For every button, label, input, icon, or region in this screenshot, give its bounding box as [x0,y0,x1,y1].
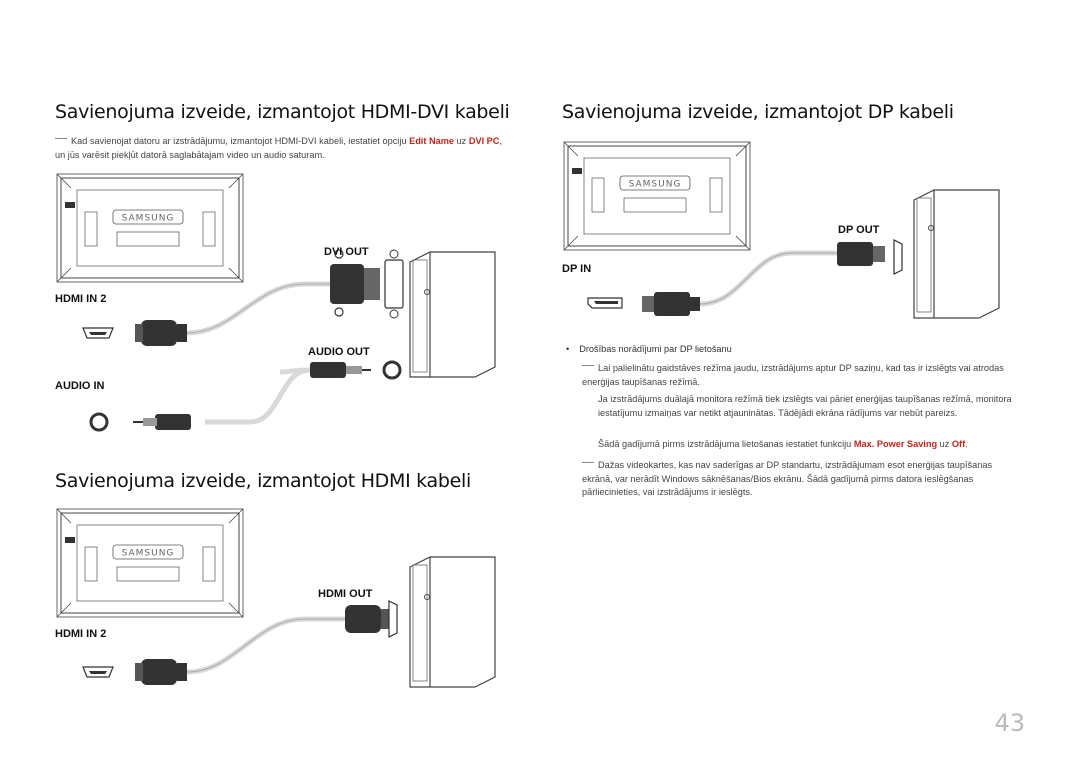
monitor-back-image: SAMSUNG [563,141,751,251]
section-title-hdmi: Savienojuma izveide, izmantojot HDMI kab… [55,470,471,492]
dvi-port-icon [384,249,404,319]
pc-tower-icon [409,251,496,378]
dp-note-2: Dažas videokartes, kas nav saderīgas ar … [582,460,993,497]
pc-tower-icon [913,189,1000,319]
edit-name-term: Edit Name [409,136,454,146]
audio-port-pc-icon [382,360,402,380]
audio-plug-in-icon [133,414,191,430]
samsung-logo: SAMSUNG [122,549,175,559]
page-number: 43 [994,709,1025,737]
bullet-dot: • [566,344,570,354]
dp-note-1: Lai palielinātu gaidstāves režīma jaudu,… [582,363,1004,387]
label-audio-out: AUDIO OUT [308,346,370,358]
label-hdmi-in-2: HDMI IN 2 [55,293,107,305]
dp-diagram: SAMSUNG [563,141,1000,319]
dvi-pc-term: DVI PC [468,136,500,146]
label-dp-in: DP IN [562,263,592,275]
label-audio-in: AUDIO IN [55,380,105,392]
samsung-logo: SAMSUNG [629,180,682,190]
dp-para-2: Ja izstrādājums duālajā monitora režīmā … [598,394,1012,418]
hdmi-dvi-note: Kad savienojat datoru ar izstrādājumu, i… [55,136,503,160]
pc-tower-icon [409,556,496,688]
dp-para-3: Šādā gadījumā pirms izstrādājuma lietoša… [598,439,968,449]
hdmi-plug-pc-icon [345,605,391,633]
dp-plug-pc-icon [837,242,885,266]
dp-safety-bullet: •Drošības norādījumi par DP lietošanu [566,344,732,354]
label-dvi-out: DVI OUT [324,246,369,258]
note-dash [55,138,67,140]
monitor-back-image: SAMSUNG [56,508,244,618]
max-power-saving-term: Max. Power Saving [853,439,938,449]
dp-port-pc-icon [893,239,903,275]
hdmi-port-pc-icon [388,600,398,638]
label-hdmi-out: HDMI OUT [318,588,373,600]
hdmi-plug-icon [135,659,187,685]
dvi-plug-icon [330,249,380,317]
note-dash [582,365,594,367]
label-hdmi-in-2-b: HDMI IN 2 [55,628,107,640]
hdmi-port-icon [82,666,114,678]
off-term: Off [951,439,966,449]
audio-port-monitor-icon [89,412,109,432]
label-dp-out: DP OUT [838,224,880,236]
hdmi-dvi-diagram: SAMSUNG [56,173,496,432]
hdmi-plug-icon [135,320,187,346]
hdmi-port-icon [82,327,114,339]
dp-port-icon [587,297,623,309]
samsung-logo: SAMSUNG [122,214,175,224]
monitor-back-image: SAMSUNG [56,173,244,283]
section-title-hdmi-dvi: Savienojuma izveide, izmantojot HDMI-DVI… [55,101,510,123]
hdmi-diagram: SAMSUNG [56,508,496,688]
note-dash [582,462,594,464]
section-title-dp: Savienojuma izveide, izmantojot DP kabel… [562,101,954,123]
dp-plug-icon [642,292,700,316]
